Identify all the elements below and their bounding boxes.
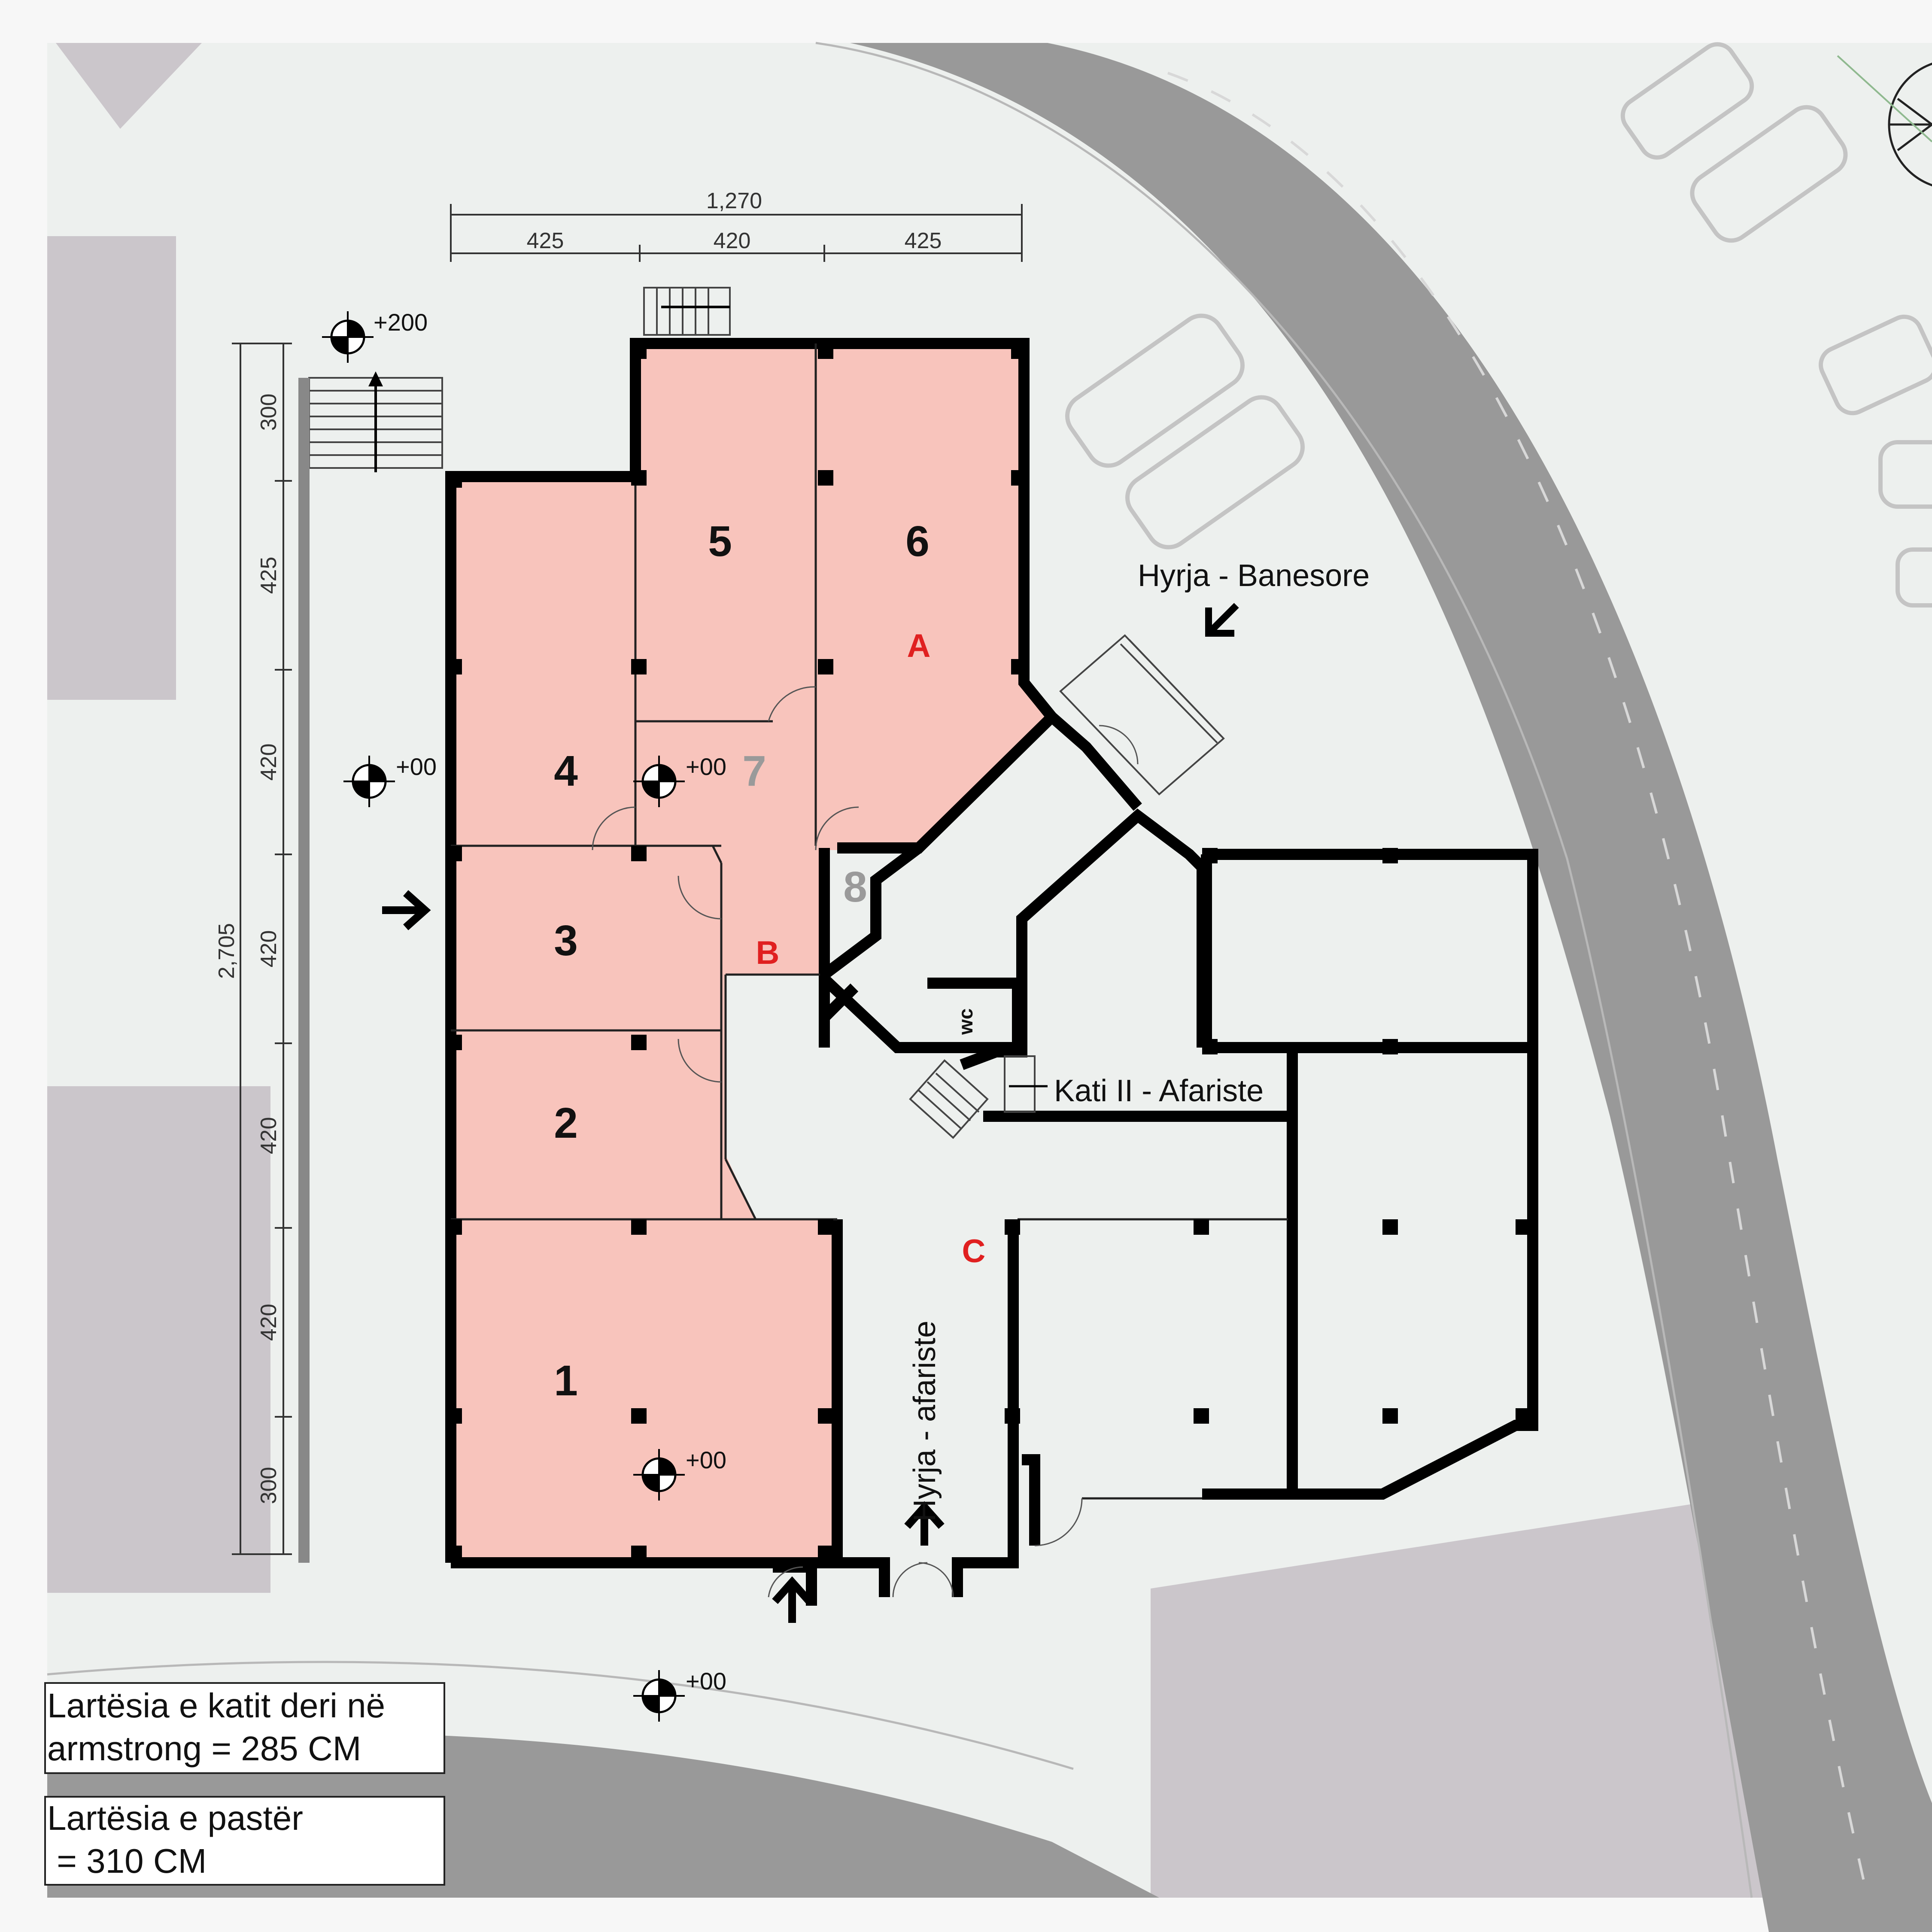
dim-left-seg-6: 420 (256, 1304, 281, 1341)
note-box-1 (44, 1682, 445, 1774)
room-number-7: 7 (742, 747, 766, 795)
road-curved-centerline (1167, 72, 1869, 1898)
elevation-marker-bottom-icon (633, 1670, 685, 1722)
zone-label-a: A (907, 628, 931, 664)
wc-label: wc (954, 1009, 977, 1035)
note-1-line-2: armstrong = 285 CM (47, 1729, 361, 1768)
room-number-4: 4 (554, 747, 578, 795)
sidewalk-line-2 (47, 1661, 1074, 1770)
arrow-right-icon (382, 890, 431, 930)
outer-frame-top (0, 0, 1932, 43)
dim-top-seg-1: 425 (527, 228, 564, 253)
dim-left-seg-3: 420 (256, 744, 281, 781)
dim-left-seg-5: 420 (256, 1117, 281, 1154)
dim-left-total: 2,705 (214, 923, 239, 979)
dimension-lines-left (232, 343, 292, 1555)
north-arrow-icon (1888, 62, 1932, 187)
arrow-up-business-icon (904, 1501, 945, 1546)
dimension-lines-top (450, 204, 1023, 262)
door-swings (592, 686, 1139, 1598)
room-number-5: 5 (708, 517, 732, 565)
room-number-2: 2 (554, 1099, 578, 1147)
neighbor-block-left-top (47, 236, 176, 700)
room-number-3: 3 (554, 917, 578, 965)
zone-label-b: B (756, 935, 780, 971)
sidewalk-line-1 (815, 42, 1753, 1898)
room-number-1: 1 (554, 1357, 578, 1405)
room-number-6: 6 (905, 517, 930, 565)
dim-top-seg-3: 425 (905, 228, 942, 253)
elevation-room1: +00 (686, 1446, 726, 1473)
arrow-up-bottom-icon (772, 1576, 812, 1623)
residential-entry-label: Hyrja - Banesore (1138, 559, 1370, 593)
elevation-marker-top-left-icon (322, 311, 374, 363)
elevation-marker-room1-icon (633, 1449, 685, 1501)
dim-top-total: 1,270 (706, 188, 762, 213)
dim-left-seg-4: 420 (256, 930, 281, 968)
dim-left-seg-2: 425 (256, 557, 281, 594)
neighbor-block-bottom-right (1151, 1494, 1829, 1898)
outer-frame-left (0, 0, 47, 1932)
road-curved (850, 43, 1932, 1932)
dim-left-seg-7: 300 (256, 1467, 281, 1504)
elevation-bottom: +00 (686, 1668, 726, 1695)
elevation-left: +00 (396, 753, 437, 780)
arrow-down-left-icon (1205, 603, 1239, 637)
dim-top-seg-2: 420 (714, 228, 751, 253)
second-floor-label: Kati II - Afariste (1054, 1074, 1264, 1108)
elevation-marker-left-icon (343, 756, 395, 807)
elevation-room7: +00 (686, 753, 726, 780)
outer-frame-bottom (0, 1898, 1932, 1932)
room-number-8: 8 (843, 863, 867, 911)
note-2-line-2: = 310 CM (47, 1842, 207, 1880)
elevation-top-left: +200 (374, 309, 428, 336)
parked-cars (1065, 42, 1932, 608)
elevation-marker-room7-icon (633, 756, 685, 807)
dim-left-seg-1: 300 (256, 394, 281, 431)
stair-business (909, 1055, 1048, 1139)
note-2-line-1: Lartësia e pastër (47, 1799, 303, 1837)
stair-top-center (643, 287, 731, 336)
note-box-2 (44, 1796, 445, 1886)
note-1-line-1: Lartësia e katit deri në (47, 1686, 385, 1725)
walkway-strip (298, 378, 310, 1563)
unit-fills (447, 348, 1052, 1558)
corner-triangle (56, 43, 202, 129)
stair-residential-entry (1059, 634, 1225, 796)
zone-label-c: C (962, 1233, 986, 1270)
structural-columns (447, 343, 1531, 1561)
stair-top-arrow (368, 371, 383, 472)
neighbor-block-left-bottom (47, 1086, 270, 1593)
boundary-line-green (1837, 55, 1932, 143)
business-entry-label: Hyrja - afariste (908, 1321, 942, 1522)
